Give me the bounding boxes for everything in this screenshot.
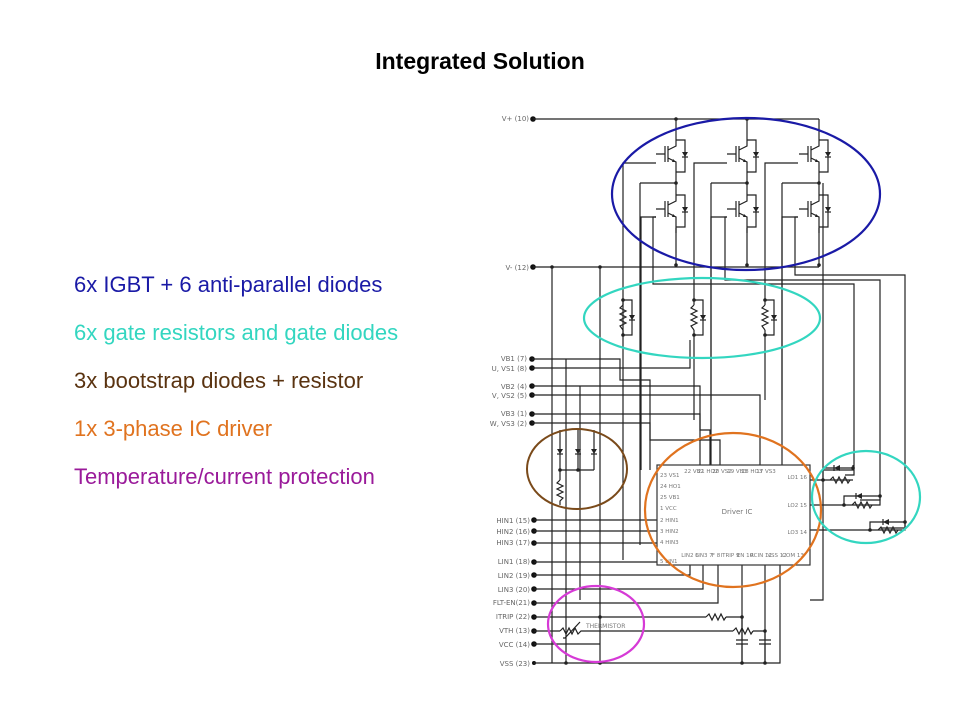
low-gate-highlight (810, 449, 922, 545)
low-side-gate-network (821, 465, 907, 534)
svg-text:LIN3 (20): LIN3 (20) (498, 586, 531, 594)
protection-circuit: THERMISTOR (559, 613, 771, 663)
bullet-ic-driver: 1x 3-phase IC driver (74, 416, 273, 441)
svg-text:21 HO2: 21 HO2 (698, 469, 719, 475)
svg-text:VSS (23): VSS (23) (500, 660, 531, 668)
svg-text:3 HIN2: 3 HIN2 (660, 529, 679, 535)
driver-ic: Driver IC 22 VB2 21 HO2 20 VS2 19 VB3 18… (656, 464, 811, 566)
svg-text:20 VS2: 20 VS2 (712, 469, 732, 475)
svg-text:LIN3 7: LIN3 7 (695, 553, 713, 559)
protection-highlight (546, 584, 646, 664)
pin-vcc: VCC (14) (499, 641, 537, 649)
bootstrap-circuit (555, 430, 598, 505)
pin-vss: VSS (23) (500, 660, 536, 668)
svg-text:17 VS3: 17 VS3 (756, 469, 776, 475)
slide-title: Integrated Solution (375, 48, 585, 74)
svg-text:23 VS1: 23 VS1 (660, 473, 680, 479)
igbt-low-v (726, 182, 760, 234)
svg-text:22 VB2: 22 VB2 (684, 469, 704, 475)
svg-text:LIN2 6: LIN2 6 (681, 553, 699, 559)
svg-text:19 VB3: 19 VB3 (727, 469, 747, 475)
igbt-low-w (798, 182, 832, 234)
svg-text:ITRIP (22): ITRIP (22) (496, 613, 530, 621)
svg-text:LIN1 (18): LIN1 (18) (498, 558, 531, 566)
pin-flt-en: FLT-EN(21) (493, 599, 537, 607)
highlight-ellipses (526, 116, 922, 664)
svg-text:HIN3 (17): HIN3 (17) (496, 539, 530, 547)
svg-text:VTH (13): VTH (13) (499, 627, 530, 635)
pin-w-vs3: W, VS3 (2) (490, 420, 535, 428)
svg-text:VCC (14): VCC (14) (499, 641, 530, 649)
pin-vplus: V+ (10) (502, 115, 536, 123)
pin-vth: VTH (13) (499, 627, 537, 635)
pin-vb3: VB3 (1) (501, 410, 535, 418)
svg-text:RCIN 11: RCIN 11 (750, 553, 772, 559)
pin-lin2: LIN2 (19) (498, 572, 537, 580)
pin-vb1: VB1 (7) (501, 355, 535, 363)
svg-text:1 VCC: 1 VCC (660, 506, 677, 512)
pin-hin1: HIN1 (15) (496, 517, 537, 525)
svg-text:24 HO1: 24 HO1 (660, 484, 681, 490)
wires (532, 117, 906, 665)
svg-text:VB3 (1): VB3 (1) (501, 410, 527, 418)
pin-itrip: ITRIP (22) (496, 613, 537, 621)
svg-text:18 HO3: 18 HO3 (742, 469, 763, 475)
bullet-bootstrap: 3x bootstrap diodes + resistor (74, 368, 364, 393)
svg-text:V- (12): V- (12) (506, 264, 530, 272)
gate-resistors (619, 297, 778, 420)
igbt-low-u (655, 182, 689, 234)
svg-text:Driver IC: Driver IC (722, 508, 753, 516)
svg-text:2 HIN1: 2 HIN1 (660, 518, 679, 524)
svg-text:F 8: F 8 (712, 553, 721, 559)
pin-vminus: V- (12) (506, 264, 536, 272)
igbt-bridge (655, 127, 832, 234)
igbt-high-w (798, 127, 832, 179)
bullet-list: 6x IGBT + 6 anti-parallel diodes 6x gate… (74, 270, 398, 510)
igbt-highlight (610, 116, 882, 272)
bullet-protection: Temperature/current protection (74, 464, 375, 489)
svg-text:VSS 12: VSS 12 (767, 553, 787, 559)
pin-u-vs1: U, VS1 (8) (492, 365, 535, 373)
svg-text:V, VS2 (5): V, VS2 (5) (492, 392, 527, 400)
bullet-gate-resistors: 6x gate resistors and gate diodes (74, 320, 399, 345)
pin-v-vs2: V, VS2 (5) (492, 392, 535, 400)
pin-lin3: LIN3 (20) (498, 586, 537, 594)
thermistor-label: THERMISTOR (585, 623, 625, 630)
svg-text:EN 10: EN 10 (737, 553, 754, 559)
pin-lin1: LIN1 (18) (498, 558, 537, 566)
pin-hin3: HIN3 (17) (496, 539, 537, 547)
driver-highlight (643, 431, 823, 589)
bootstrap-highlight (526, 428, 628, 510)
pin-labels: V+ (10) V- (12) VB1 (7) U, VS1 (8) VB2 (… (490, 115, 537, 668)
svg-text:V+ (10): V+ (10) (502, 115, 530, 123)
pin-hin2: HIN2 (16) (496, 528, 537, 536)
svg-text:ITRIP 9: ITRIP 9 (721, 553, 740, 559)
igbt-high-v (726, 127, 760, 179)
svg-text:FLT-EN(21): FLT-EN(21) (493, 599, 530, 607)
svg-text:4 HIN3: 4 HIN3 (660, 540, 679, 546)
svg-text:25 VB1: 25 VB1 (660, 495, 680, 501)
gate-highlight (582, 276, 822, 360)
svg-text:COM 13: COM 13 (782, 553, 804, 559)
svg-text:W, VS3 (2): W, VS3 (2) (490, 420, 527, 428)
svg-text:HIN1 (15): HIN1 (15) (496, 517, 530, 525)
svg-text:LO2 15: LO2 15 (788, 503, 808, 509)
svg-text:VB2 (4): VB2 (4) (501, 383, 527, 391)
svg-text:LO1 16: LO1 16 (788, 475, 808, 481)
svg-text:HIN2 (16): HIN2 (16) (496, 528, 530, 536)
bullet-igbt: 6x IGBT + 6 anti-parallel diodes (74, 272, 383, 297)
svg-text:VB1 (7): VB1 (7) (501, 355, 527, 363)
svg-text:LIN2 (19): LIN2 (19) (498, 572, 531, 580)
svg-text:LO3 14: LO3 14 (788, 530, 808, 536)
svg-text:U, VS1 (8): U, VS1 (8) (492, 365, 528, 373)
pin-vb2: VB2 (4) (501, 383, 535, 391)
